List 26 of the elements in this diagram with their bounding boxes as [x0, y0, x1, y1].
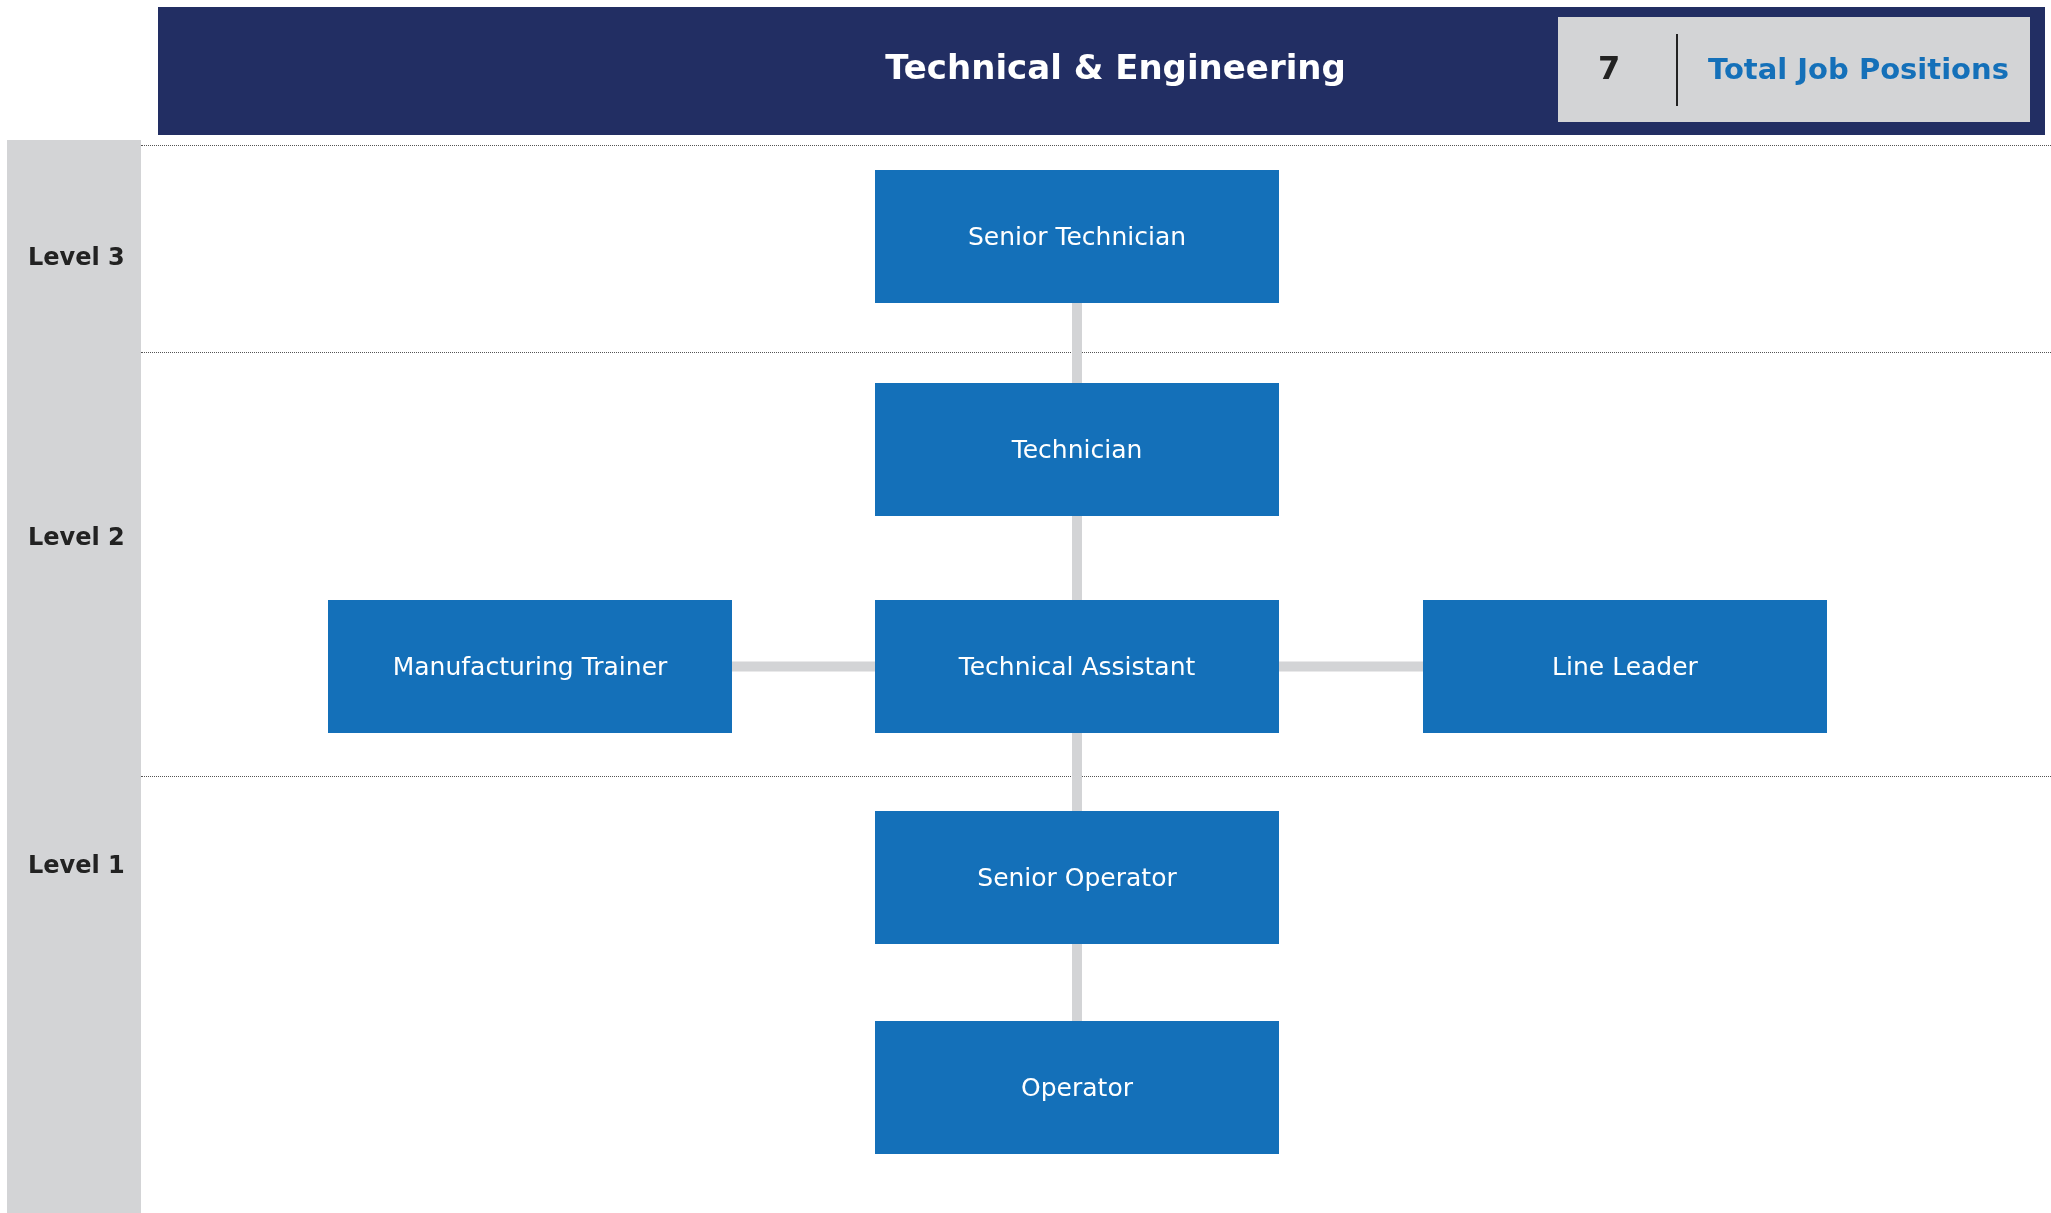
- connector-line: [1072, 733, 1082, 811]
- count-label: Total Job Positions: [1708, 52, 2009, 86]
- connector-line: [1072, 303, 1082, 383]
- job-box: [875, 811, 1279, 944]
- connector-line: [1072, 944, 1082, 1021]
- job-title: Senior Operator: [977, 863, 1177, 892]
- job-box: [875, 383, 1279, 516]
- job-box: [875, 170, 1279, 303]
- connector-line: [1279, 661, 1423, 672]
- position-count: 7: [1598, 49, 1621, 87]
- job-title: Technical Assistant: [958, 652, 1196, 681]
- connector-line: [732, 661, 875, 672]
- job-title: Senior Technician: [967, 222, 1187, 251]
- job-title: Technician: [1011, 435, 1143, 464]
- job-box: [875, 1021, 1279, 1154]
- level-label: Level 1: [28, 851, 125, 879]
- level-label: Level 3: [28, 243, 125, 271]
- job-title: Manufacturing Trainer: [392, 652, 668, 681]
- job-box: [875, 600, 1279, 733]
- level-label: Level 2: [28, 523, 125, 551]
- connector-line: [1072, 516, 1082, 600]
- diagram-title: Technical & Engineering: [884, 47, 1347, 87]
- job-box: [1423, 600, 1827, 733]
- job-box: [328, 600, 732, 733]
- job-title: Operator: [1021, 1073, 1133, 1102]
- job-title: Line Leader: [1552, 652, 1698, 681]
